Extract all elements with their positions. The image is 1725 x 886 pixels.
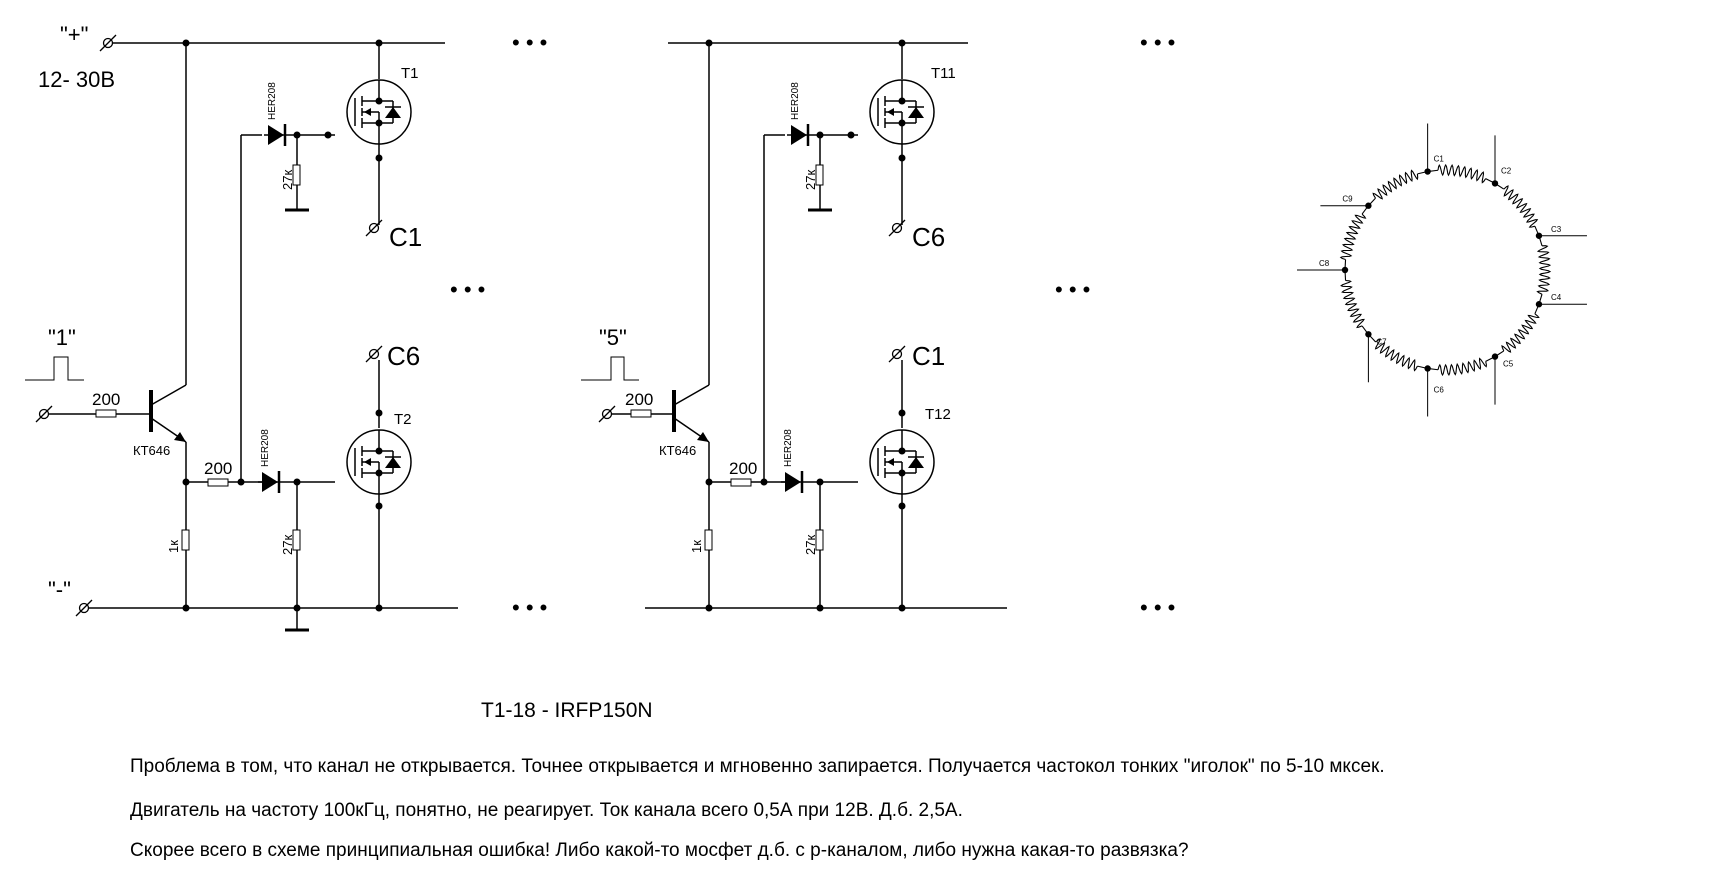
out-top-label: C1 — [389, 222, 422, 252]
gate-res-bottom-label: 27к — [280, 535, 295, 555]
winding-tap-node — [1491, 353, 1499, 360]
out-bottom-label: C1 — [912, 341, 945, 371]
diode-bottom-label: HER208 — [783, 429, 794, 467]
winding-tap-label: C6 — [1434, 385, 1445, 394]
pulldown-res-label: 1к — [166, 540, 181, 553]
ellipsis-mid-2: • • • — [1055, 277, 1090, 302]
fet-bottom-label: T12 — [925, 406, 951, 423]
mosfet-T2 — [346, 429, 412, 495]
fet-bottom-label: T2 — [394, 411, 412, 428]
mosfet-T12 — [869, 429, 935, 495]
out-bottom-label: C6 — [387, 341, 420, 371]
winding-tap-node — [1424, 168, 1431, 175]
output-terminal-bottom — [888, 345, 906, 363]
winding-coil — [1437, 163, 1487, 184]
winding-tap-node — [1424, 365, 1431, 372]
winding-coil — [1372, 169, 1419, 200]
output-terminal-top — [365, 219, 383, 237]
winding-tap-label: C7 — [1376, 337, 1387, 346]
gate-res-bottom-label: 27к — [803, 535, 818, 555]
input-label: "1" — [48, 325, 76, 350]
winding-coil — [1374, 338, 1418, 372]
winding-coil — [1339, 213, 1367, 261]
diode-top-label: HER208 — [267, 82, 278, 120]
winding-tap-label: C4 — [1551, 293, 1562, 302]
output-terminal-top — [888, 219, 906, 237]
winding-tap-label: C9 — [1342, 195, 1353, 204]
winding-tap-node — [1535, 301, 1543, 308]
supply-minus-label: "-" — [48, 577, 71, 602]
winding-tap-node — [1365, 202, 1372, 209]
out-top-label: C6 — [912, 222, 945, 252]
supply-voltage-label: 12- 30В — [38, 67, 115, 92]
winding-tap-label: C2 — [1501, 166, 1512, 175]
driver-stage-2: "5" 200 КТ646 200 1к HER208 HER208 27к 2… — [581, 39, 1007, 612]
gate-res-top-label: 27к — [803, 170, 818, 190]
winding-tap-node — [1535, 232, 1543, 239]
winding-tap-label: C8 — [1319, 259, 1330, 268]
base-res-label: 200 — [204, 459, 232, 478]
diode-bottom-label: HER208 — [260, 429, 271, 467]
winding-tap-label: C3 — [1551, 225, 1562, 234]
winding-coil — [1536, 245, 1552, 295]
transistor-label: КТ646 — [659, 443, 696, 458]
fet-top-label: T1 — [401, 65, 419, 82]
winding-tap-node — [1491, 180, 1499, 187]
note-line-1: Проблема в том, что канал не открывается… — [130, 756, 1385, 777]
part-note: T1-18 - IRFP150N — [481, 699, 653, 722]
mosfet-T11 — [869, 79, 935, 145]
input-res-label: 200 — [92, 390, 120, 409]
winding-tap-label: C5 — [1503, 360, 1514, 369]
gate-res-top-label: 27к — [280, 170, 295, 190]
winding-tap-node — [1365, 331, 1372, 338]
note-line-3: Скорее всего в схеме принципиальная ошиб… — [130, 840, 1189, 861]
diode-top-label: HER208 — [790, 82, 801, 120]
note-line-2: Двигатель на частоту 100кГц, понятно, не… — [130, 800, 963, 821]
ellipsis-mid-1: • • • — [450, 277, 485, 302]
input-label: "5" — [599, 325, 627, 350]
supply-plus-label: "+" — [60, 22, 88, 47]
ellipsis-top-2: • • • — [1140, 30, 1175, 55]
mosfet-T1 — [346, 79, 412, 145]
winding-tap-node — [1341, 266, 1349, 274]
input-res-label: 200 — [625, 390, 653, 409]
output-terminal-bottom — [365, 345, 383, 363]
transistor-label: КТ646 — [133, 443, 170, 458]
winding-tap-label: C1 — [1434, 155, 1445, 164]
ellipsis-bottom-1: • • • — [512, 595, 547, 620]
pulldown-res-label: 1к — [689, 540, 704, 553]
winding-coil — [1501, 313, 1540, 353]
base-res-label: 200 — [729, 459, 757, 478]
ellipsis-top-1: • • • — [512, 30, 547, 55]
winding-coil — [1340, 279, 1365, 329]
fet-top-label: T11 — [931, 65, 956, 82]
driver-stage-1: "+" 12- 30В "-" "1" 200 КТ646 200 1к HER… — [25, 22, 458, 632]
winding-coil — [1437, 357, 1487, 377]
winding-coil — [1503, 185, 1539, 228]
ellipsis-bottom-2: • • • — [1140, 595, 1175, 620]
